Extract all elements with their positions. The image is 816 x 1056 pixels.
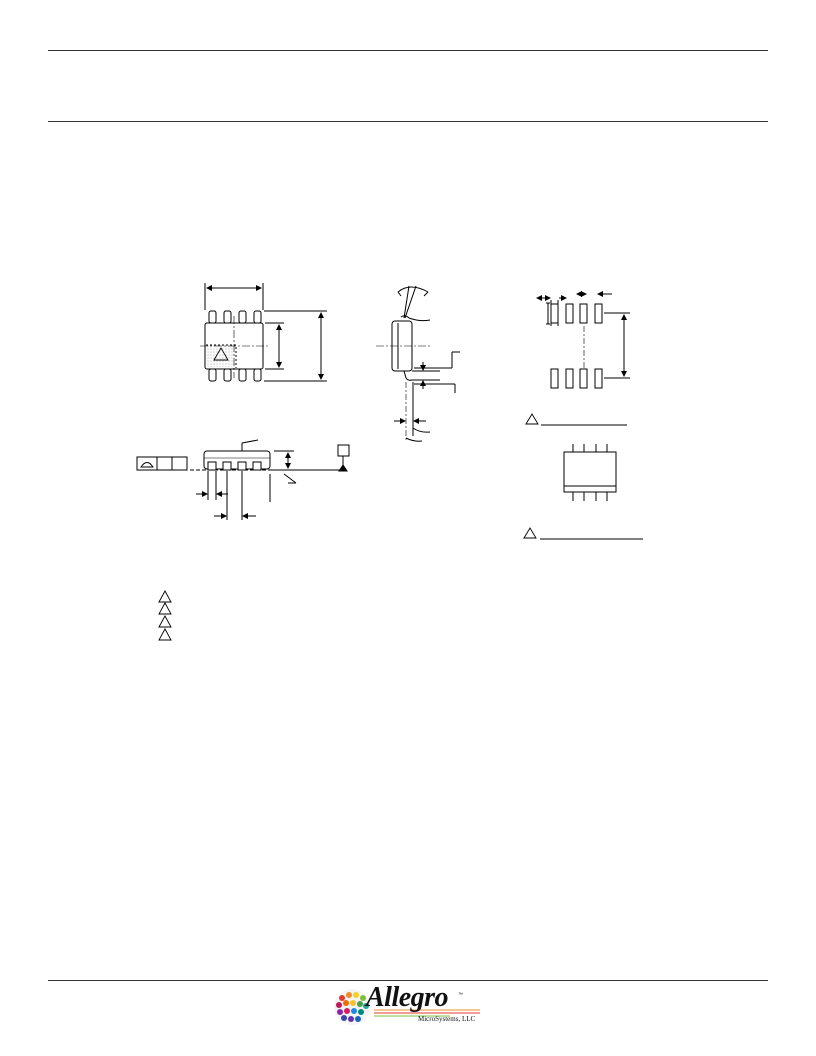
logo-wordmark: Allegro xyxy=(366,982,449,1013)
triangle-note-icon xyxy=(158,615,172,628)
footer-rule xyxy=(48,980,768,981)
side-view xyxy=(376,285,460,442)
logo-trademark: ™ xyxy=(458,992,463,998)
land-pattern xyxy=(525,291,630,426)
branding-view xyxy=(523,444,643,540)
allegro-dot-grid-icon xyxy=(334,989,480,1025)
logo-subtitle: MicroSystems, LLC xyxy=(418,1015,476,1023)
triangle-note-icon xyxy=(158,590,172,603)
front-view xyxy=(136,439,350,520)
triangle-note-icon xyxy=(158,602,172,615)
header-rule-bottom xyxy=(48,121,768,122)
header-rule-top xyxy=(48,50,768,51)
top-view xyxy=(200,283,327,382)
triangle-note-icon xyxy=(158,628,172,641)
